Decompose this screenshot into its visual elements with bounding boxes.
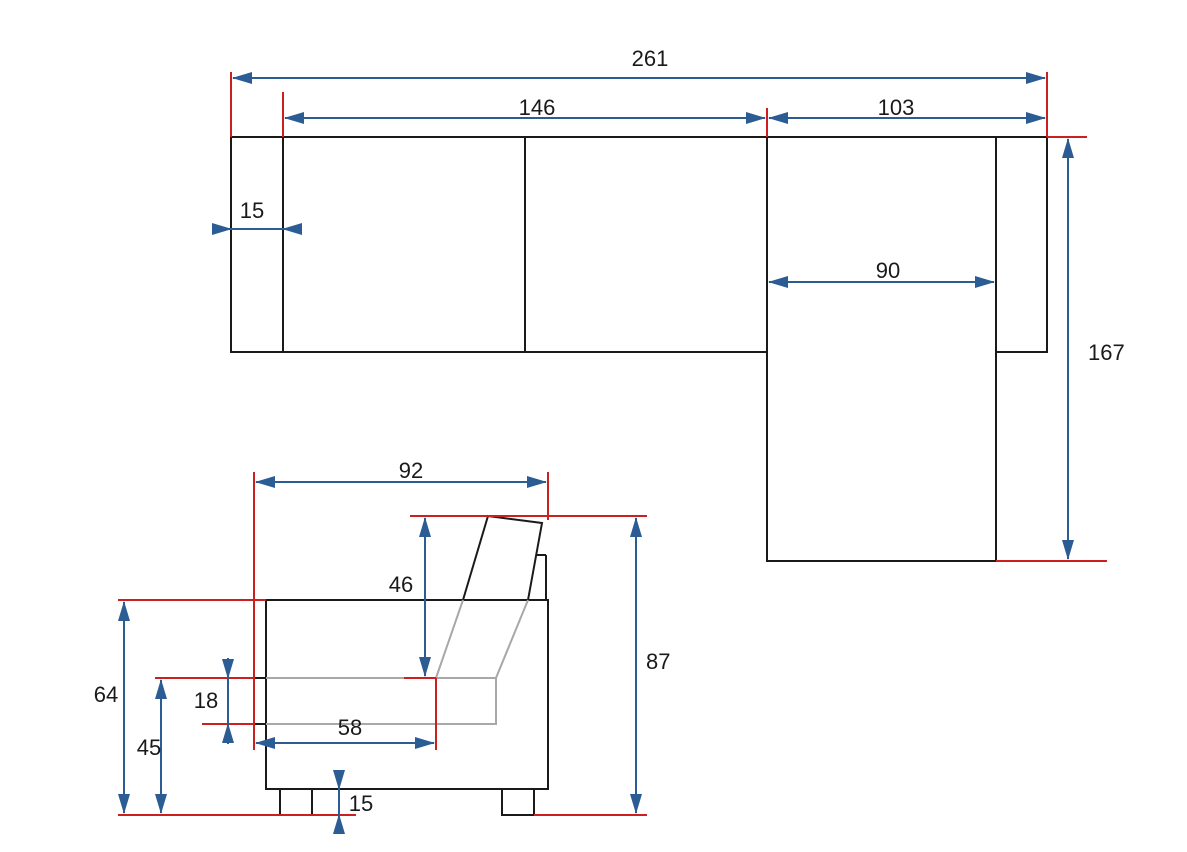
label-103: 103: [878, 95, 915, 120]
hidden-backrest-lines: [266, 599, 529, 725]
label-18: 18: [194, 688, 218, 713]
label-15-leg: 15: [349, 791, 373, 816]
label-167: 167: [1088, 340, 1125, 365]
label-92: 92: [399, 458, 423, 483]
label-87: 87: [646, 649, 670, 674]
top-view-outline: [230, 136, 1048, 562]
backrest: [461, 514, 544, 601]
top-view: 261 146 103 15 90 167: [212, 46, 1125, 562]
side-body: [265, 599, 549, 790]
label-58: 58: [338, 715, 362, 740]
leg-right: [501, 788, 535, 816]
label-64: 64: [94, 682, 118, 707]
label-261: 261: [632, 46, 669, 71]
armrest-front: [253, 677, 267, 725]
leg-left: [279, 788, 313, 816]
label-45: 45: [137, 735, 161, 760]
label-146: 146: [519, 95, 556, 120]
side-view: 92 46 87 64 45 18 58 15: [94, 458, 670, 834]
label-46: 46: [389, 572, 413, 597]
label-90: 90: [876, 258, 900, 283]
label-15-arm: 15: [240, 198, 264, 223]
